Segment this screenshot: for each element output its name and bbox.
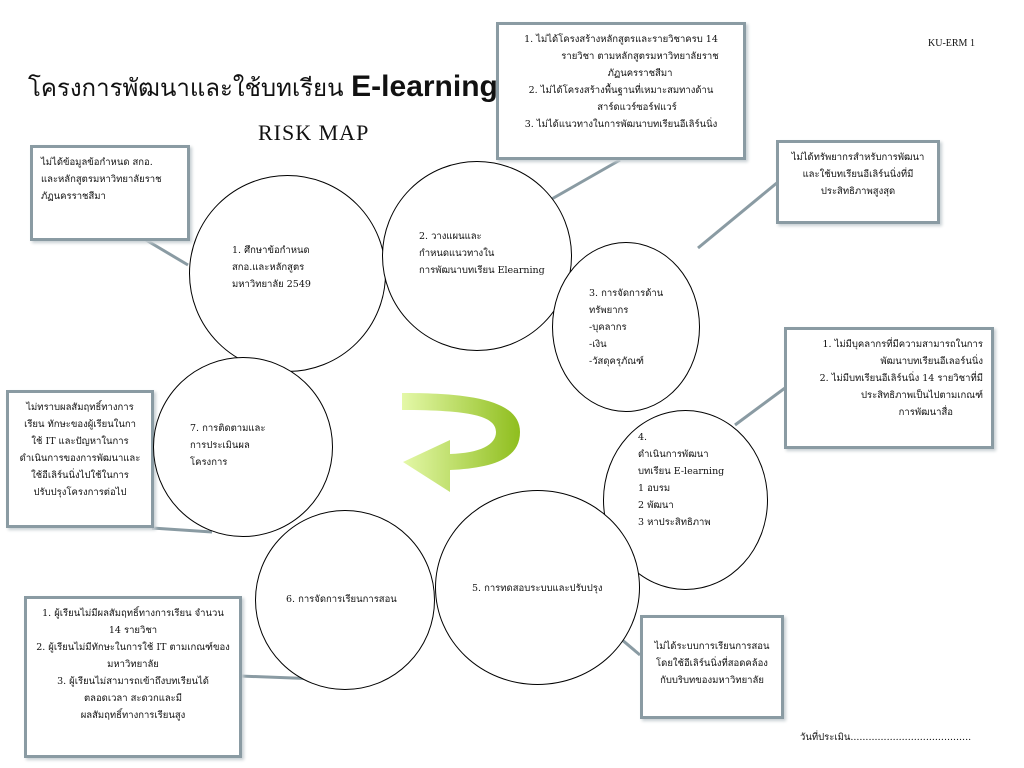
phase-4-line: 3 หาประสิทธิภาพ bbox=[638, 517, 711, 528]
risk-right-top-line: ประสิทธิภาพสูงสุด bbox=[820, 186, 896, 197]
phase-7-line: โครงการ bbox=[190, 457, 228, 468]
phase-6-line: 6. การจัดการเรียนการสอน bbox=[286, 594, 397, 605]
risk-box-bottom-right: ไม่ได้ระบบการเรียนการสอน โดยใช้อีเลิร์นน… bbox=[640, 615, 784, 719]
risk-box-right-mid: 1. ไม่มีบุคลากรที่มีความสามารถในการ พัฒน… bbox=[784, 327, 994, 449]
risk-bottom-left-line: มหาวิทยาลัย bbox=[107, 659, 159, 670]
page-subtitle: RISK MAP bbox=[258, 120, 370, 145]
risk-box-top-text: 1. ไม่ได้โครงสร้างหลักสูตรและรายวิชาครบ … bbox=[507, 31, 735, 133]
risk-bottom-right-line: ไม่ได้ระบบการเรียนการสอน bbox=[654, 641, 770, 652]
risk-top-line: 2. ไม่ได้โครงสร้างพื้นฐานที่เหมาะสมทางด้… bbox=[528, 85, 714, 96]
risk-top-line: สาร์ดแวร์ซอร์ฟแวร์ bbox=[597, 102, 677, 113]
phase-circle-2: 2. วางแผนและ กำหนดแนวทางใน การพัฒนาบทเรี… bbox=[382, 161, 572, 351]
risk-top-left-line: ไม่ได้ข้อมูลข้อกำหนด สกอ. bbox=[41, 157, 153, 168]
risk-top-line: รายวิชา ตามหลักสูตรมหาวิทยาลัยราช bbox=[561, 51, 719, 62]
title-english: E-learning bbox=[351, 70, 498, 103]
risk-right-mid-line: 2. ไม่มีบทเรียนอีเลิร์นนิ่ง 14 รายวิชาที… bbox=[819, 373, 983, 384]
risk-left-mid-line: ไม่ทราบผลสัมฤทธิ์ทางการ bbox=[26, 402, 134, 413]
risk-bottom-left-line: ผลสัมฤทธิ์ทางการเรียนสูง bbox=[80, 710, 186, 721]
risk-right-mid-line: การพัฒนาสื่อ bbox=[898, 407, 953, 418]
phase-4-line: บทเรียน E-learning bbox=[638, 466, 725, 477]
curved-arrow-icon bbox=[402, 393, 520, 492]
risk-bottom-right-line: โดยใช้อีเลิร์นนิ่งที่สอดคล้อง bbox=[656, 658, 768, 669]
phase-1-line: มหาวิทยาลัย 2549 bbox=[232, 279, 311, 290]
phase-4-line: 4. bbox=[638, 432, 648, 443]
connector-right-mid bbox=[734, 386, 786, 427]
risk-box-right-top: ไม่ได้ทรัพยากรสำหรับการพัฒนา และใช้บทเรี… bbox=[776, 140, 940, 224]
phase-7-line: 7. การติดตามและ bbox=[190, 423, 266, 434]
risk-top-left-line: และหลักสูตรมหาวิทยาลัยราช bbox=[41, 174, 162, 185]
phase-4-line: ดำเนินการพัฒนา bbox=[638, 449, 709, 460]
risk-box-bottom-left: 1. ผู้เรียนไม่มีผลสัมฤทธิ์ทางการเรียน จำ… bbox=[24, 596, 242, 758]
phase-4-line: 2 พัฒนา bbox=[638, 500, 674, 511]
risk-right-mid-line: 1. ไม่มีบุคลากรที่มีความสามารถในการ bbox=[822, 339, 984, 350]
risk-bottom-left-line: 3. ผู้เรียนไม่สามารถเข้าถึงบทเรียนได้ bbox=[57, 676, 209, 687]
phase-1-line: สกอ.และหลักสูตร bbox=[232, 262, 305, 273]
phase-circle-5: 5. การทดสอบระบบและปรับปรุง bbox=[435, 490, 640, 685]
connector-right-top bbox=[697, 180, 779, 250]
risk-bottom-left-line: 14 รายวิชา bbox=[108, 625, 158, 636]
phase-3-line: -บุคลากร bbox=[589, 322, 627, 333]
phase-2-line: การพัฒนาบทเรียน Elearning bbox=[419, 265, 545, 276]
risk-left-mid-line: ดำเนินการของการพัฒนาและ bbox=[19, 453, 141, 464]
risk-box-top: 1. ไม่ได้โครงสร้างหลักสูตรและรายวิชาครบ … bbox=[496, 22, 746, 160]
phase-3-line: ทรัพยากร bbox=[589, 305, 629, 316]
phase-4-line: 1 อบรม bbox=[638, 483, 671, 494]
risk-left-mid-line: ใช้อีเลิร์นนิ่งไปใช้ในการ bbox=[31, 470, 129, 481]
risk-left-mid-line: ใช้ IT และปัญหาในการ bbox=[31, 436, 129, 447]
risk-top-line: 3. ไม่ได้แนวทางในการพัฒนาบทเรียนอีเลิร์น… bbox=[524, 119, 718, 130]
risk-right-mid-line: ประสิทธิภาพเป็นไปตามเกณฑ์ bbox=[861, 390, 983, 401]
risk-bottom-right-line: กับบริบทของมหาวิทยาลัย bbox=[660, 675, 764, 686]
phase-circle-1: 1. ศึกษาข้อกำหนด สกอ.และหลักสูตร มหาวิทย… bbox=[189, 175, 386, 372]
phase-circle-3: 3. การจัดการด้าน ทรัพยากร -บุคลากร -เงิน… bbox=[552, 242, 700, 412]
phase-circle-6: 6. การจัดการเรียนการสอน bbox=[255, 510, 435, 690]
risk-top-line: ภัฏนครราชสีมา bbox=[607, 68, 673, 79]
document-code: KU-ERM 1 bbox=[928, 38, 975, 49]
phase-3-line: 3. การจัดการด้าน bbox=[589, 288, 664, 299]
title-thai: โครงการพัฒนาและใช้บทเรียน bbox=[28, 74, 344, 102]
risk-right-top-line: และใช้บทเรียนอีเลิร์นนิ่งที่มี bbox=[802, 169, 914, 180]
phase-3-line: -เงิน bbox=[589, 339, 607, 350]
phase-5-line: 5. การทดสอบระบบและปรับปรุง bbox=[472, 583, 603, 594]
phase-circle-7: 7. การติดตามและ การประเมินผล โครงการ bbox=[153, 357, 333, 537]
risk-box-left-mid: ไม่ทราบผลสัมฤทธิ์ทางการ เรียน ทักษะของผู… bbox=[6, 390, 154, 528]
connector-top-left bbox=[145, 238, 189, 267]
risk-bottom-left-line: 1. ผู้เรียนไม่มีผลสัมฤทธิ์ทางการเรียน จำ… bbox=[42, 608, 224, 619]
connector-top bbox=[549, 158, 621, 202]
risk-top-line: 1. ไม่ได้โครงสร้างหลักสูตรและรายวิชาครบ … bbox=[524, 34, 718, 45]
phase-1-line: 1. ศึกษาข้อกำหนด bbox=[232, 245, 310, 256]
risk-right-top-line: ไม่ได้ทรัพยากรสำหรับการพัฒนา bbox=[791, 152, 925, 163]
phase-3-line: -วัสดุครุภัณฑ์ bbox=[589, 356, 644, 367]
page-title: โครงการพัฒนาและใช้บทเรียน E-learning bbox=[28, 68, 498, 107]
risk-top-left-line: ภัฏนครราชสีมา bbox=[41, 191, 106, 202]
phase-2-line: กำหนดแนวทางใน bbox=[419, 248, 495, 259]
assessment-date: วันที่ประเมิน...........................… bbox=[800, 732, 972, 743]
phase-7-line: การประเมินผล bbox=[190, 440, 250, 451]
connector-left-mid bbox=[151, 526, 213, 534]
risk-right-mid-line: พัฒนาบทเรียนอีเลอร์นนิ่ง bbox=[880, 356, 983, 367]
risk-left-mid-line: ปรับปรุงโครงการต่อไป bbox=[33, 487, 127, 498]
risk-bottom-left-line: ตลอดเวลา สะดวกและมี bbox=[83, 693, 183, 704]
risk-left-mid-line: เรียน ทักษะของผู้เรียนในกา bbox=[24, 419, 136, 430]
risk-bottom-left-line: 2. ผู้เรียนไม่มีทักษะในการใช้ IT ตามเกณฑ… bbox=[36, 642, 230, 653]
phase-2-line: 2. วางแผนและ bbox=[419, 231, 482, 242]
risk-box-top-left: ไม่ได้ข้อมูลข้อกำหนด สกอ. และหลักสูตรมหา… bbox=[30, 145, 190, 241]
